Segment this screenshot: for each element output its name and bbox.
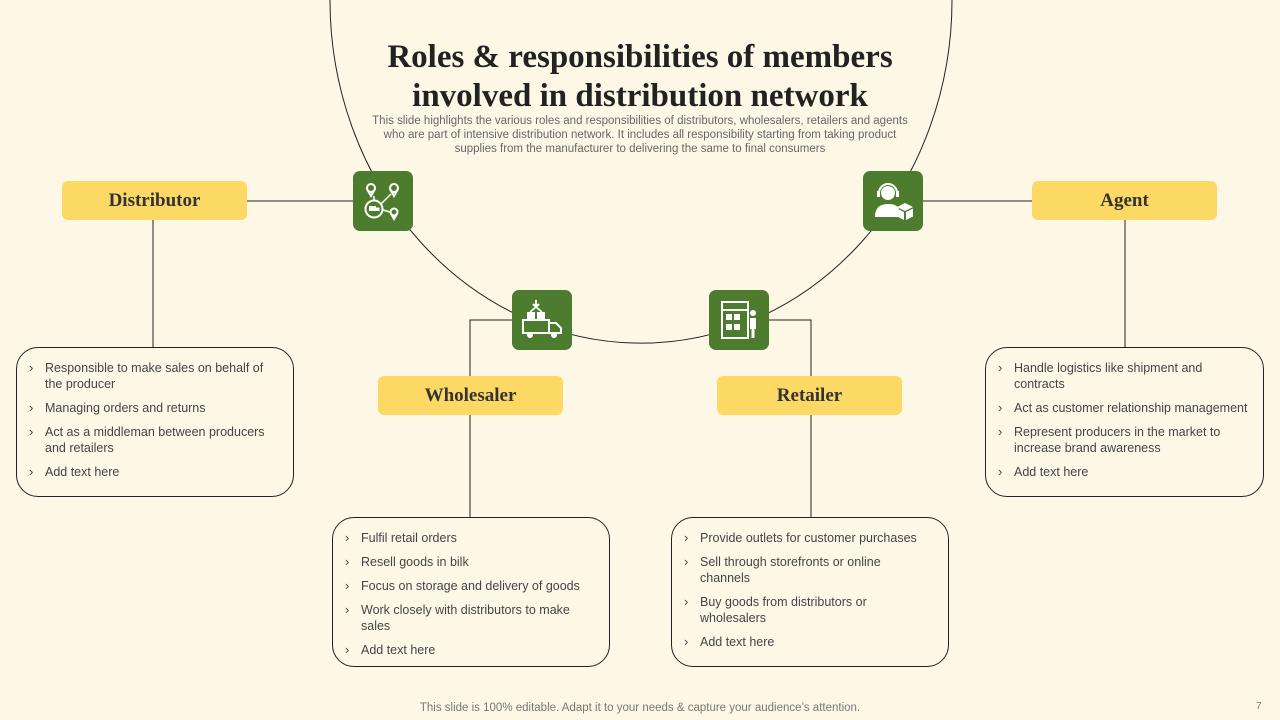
delivery-truck-icon	[512, 290, 572, 350]
list-item: Act as customer relationship management	[998, 400, 1249, 416]
list-item: Managing orders and returns	[29, 400, 279, 416]
storefront-icon	[709, 290, 769, 350]
distributor-responsibilities: Responsible to make sales on behalf of t…	[16, 347, 294, 497]
list-item: Act as a middleman between producers and…	[29, 424, 279, 456]
list-item: Add text here	[29, 464, 279, 480]
list-item: Provide outlets for customer purchases	[684, 530, 934, 546]
agent-responsibilities: Handle logistics like shipment and contr…	[985, 347, 1264, 497]
page-number: 7	[1256, 701, 1262, 712]
list-item: Handle logistics like shipment and contr…	[998, 360, 1249, 392]
list-item: Sell through storefronts or online chann…	[684, 554, 934, 586]
agent-label: Agent	[1032, 181, 1217, 220]
retailer-label: Retailer	[717, 376, 902, 415]
list-item: Resell goods in bilk	[345, 554, 595, 570]
list-item: Work closely with distributors to make s…	[345, 602, 595, 634]
location-network-icon	[353, 171, 413, 231]
list-item: Add text here	[684, 634, 934, 650]
retailer-responsibilities: Provide outlets for customer purchases S…	[671, 517, 949, 667]
wholesaler-responsibilities: Fulfil retail orders Resell goods in bil…	[332, 517, 610, 667]
list-item: Add text here	[345, 642, 595, 658]
line-retailer	[768, 319, 812, 517]
line-wholesaler	[469, 319, 512, 517]
list-item: Add text here	[998, 464, 1249, 480]
arc-outline	[329, 0, 953, 344]
support-agent-icon	[863, 171, 923, 231]
page-title: Roles & responsibilities of members invo…	[387, 39, 893, 114]
list-item: Represent producers in the market to inc…	[998, 424, 1249, 456]
list-item: Buy goods from distributors or wholesale…	[684, 594, 934, 626]
distributor-label: Distributor	[62, 181, 247, 220]
footer-note: This slide is 100% editable. Adapt it to…	[419, 702, 861, 714]
list-item: Focus on storage and delivery of goods	[345, 578, 595, 594]
list-item: Fulfil retail orders	[345, 530, 595, 546]
page-subtitle: This slide highlights the various roles …	[372, 115, 908, 155]
list-item: Responsible to make sales on behalf of t…	[29, 360, 279, 392]
wholesaler-label: Wholesaler	[378, 376, 563, 415]
